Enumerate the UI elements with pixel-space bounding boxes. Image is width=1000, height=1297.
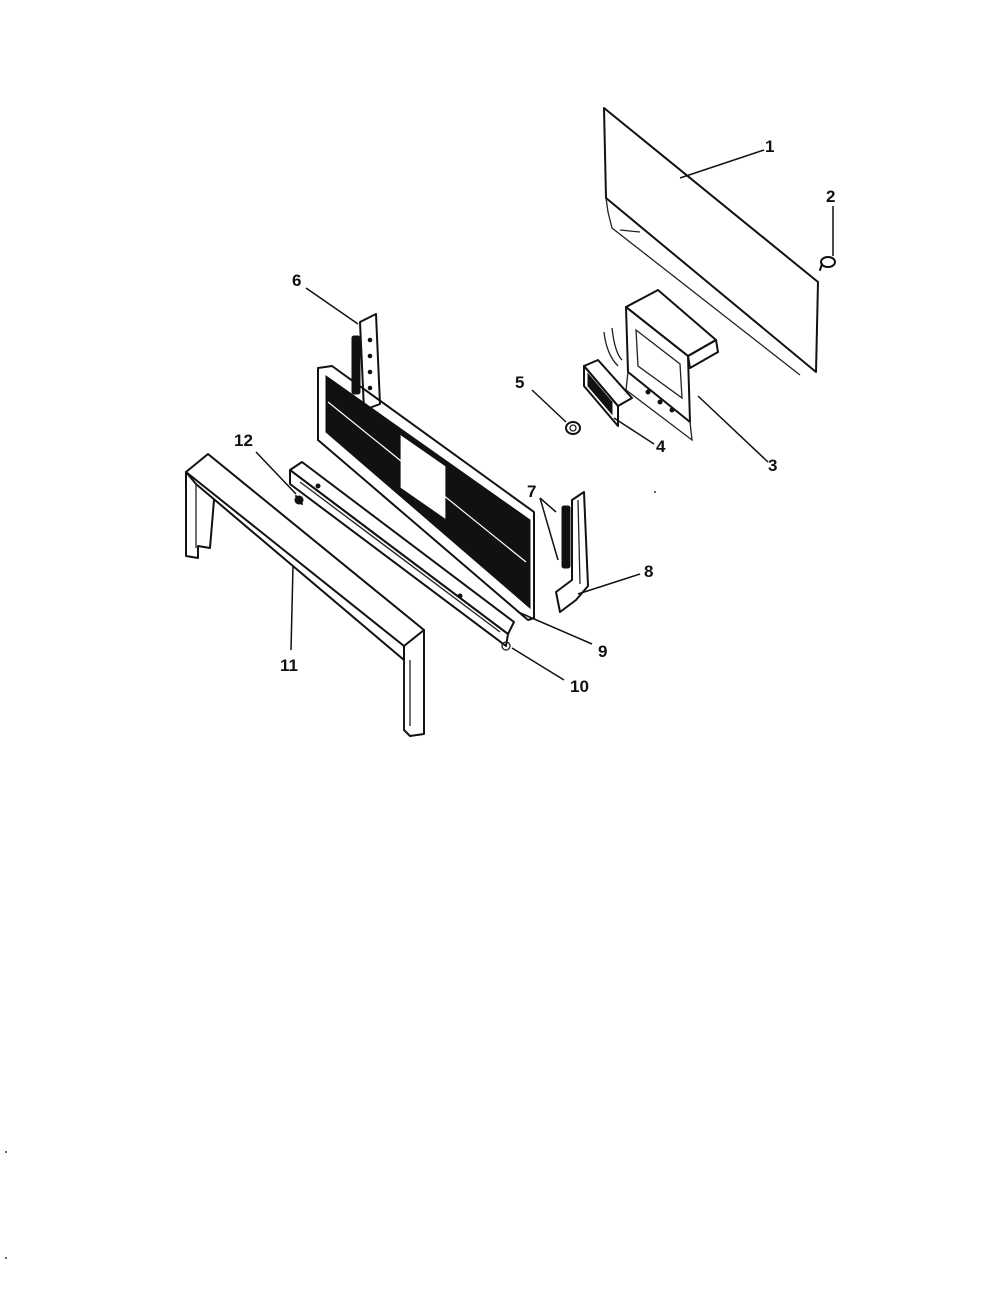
part-4-module — [583, 359, 633, 427]
callout-2: 2 — [826, 187, 835, 206]
callout-9: 9 — [598, 642, 607, 661]
callout-10: 10 — [570, 677, 589, 696]
part-1-back-panel — [603, 107, 819, 376]
callout-8: 8 — [644, 562, 653, 581]
callout-7: 7 — [527, 482, 536, 501]
leader-8 — [577, 573, 641, 595]
leader-7a — [539, 497, 557, 513]
part-5-nut — [565, 421, 581, 435]
callout-6: 6 — [292, 271, 301, 290]
part-8-end-bracket — [555, 491, 589, 613]
part-7-mounting-screws — [561, 505, 571, 569]
leader-1 — [679, 149, 765, 179]
leader-12 — [255, 451, 297, 495]
leader-11 — [290, 565, 294, 651]
part-3-bracket — [603, 289, 719, 442]
leader-7b — [539, 497, 559, 561]
leader-3 — [697, 395, 769, 463]
leader-4 — [613, 417, 655, 445]
callout-12: 12 — [234, 431, 253, 450]
leader-5 — [531, 389, 567, 423]
part-9-control-panel — [317, 365, 535, 621]
callout-11: 11 — [280, 656, 298, 675]
part-6-end-bracket — [351, 313, 381, 411]
part-10-trim-strip — [289, 461, 515, 651]
callout-labels: 1 2 3 4 5 6 7 8 9 10 11 12 — [234, 137, 835, 696]
part-2-screw — [819, 256, 836, 271]
leader-9 — [517, 611, 593, 645]
leader-10 — [511, 647, 565, 681]
scan-specks — [5, 491, 656, 1259]
callout-3: 3 — [768, 456, 777, 475]
leader-lines — [255, 149, 834, 681]
part-11-end-cap-frame — [185, 453, 425, 737]
part-12-screw — [294, 495, 304, 505]
callout-1: 1 — [765, 137, 774, 156]
callout-4: 4 — [656, 437, 666, 456]
leader-6 — [305, 287, 359, 325]
callout-5: 5 — [515, 373, 524, 392]
